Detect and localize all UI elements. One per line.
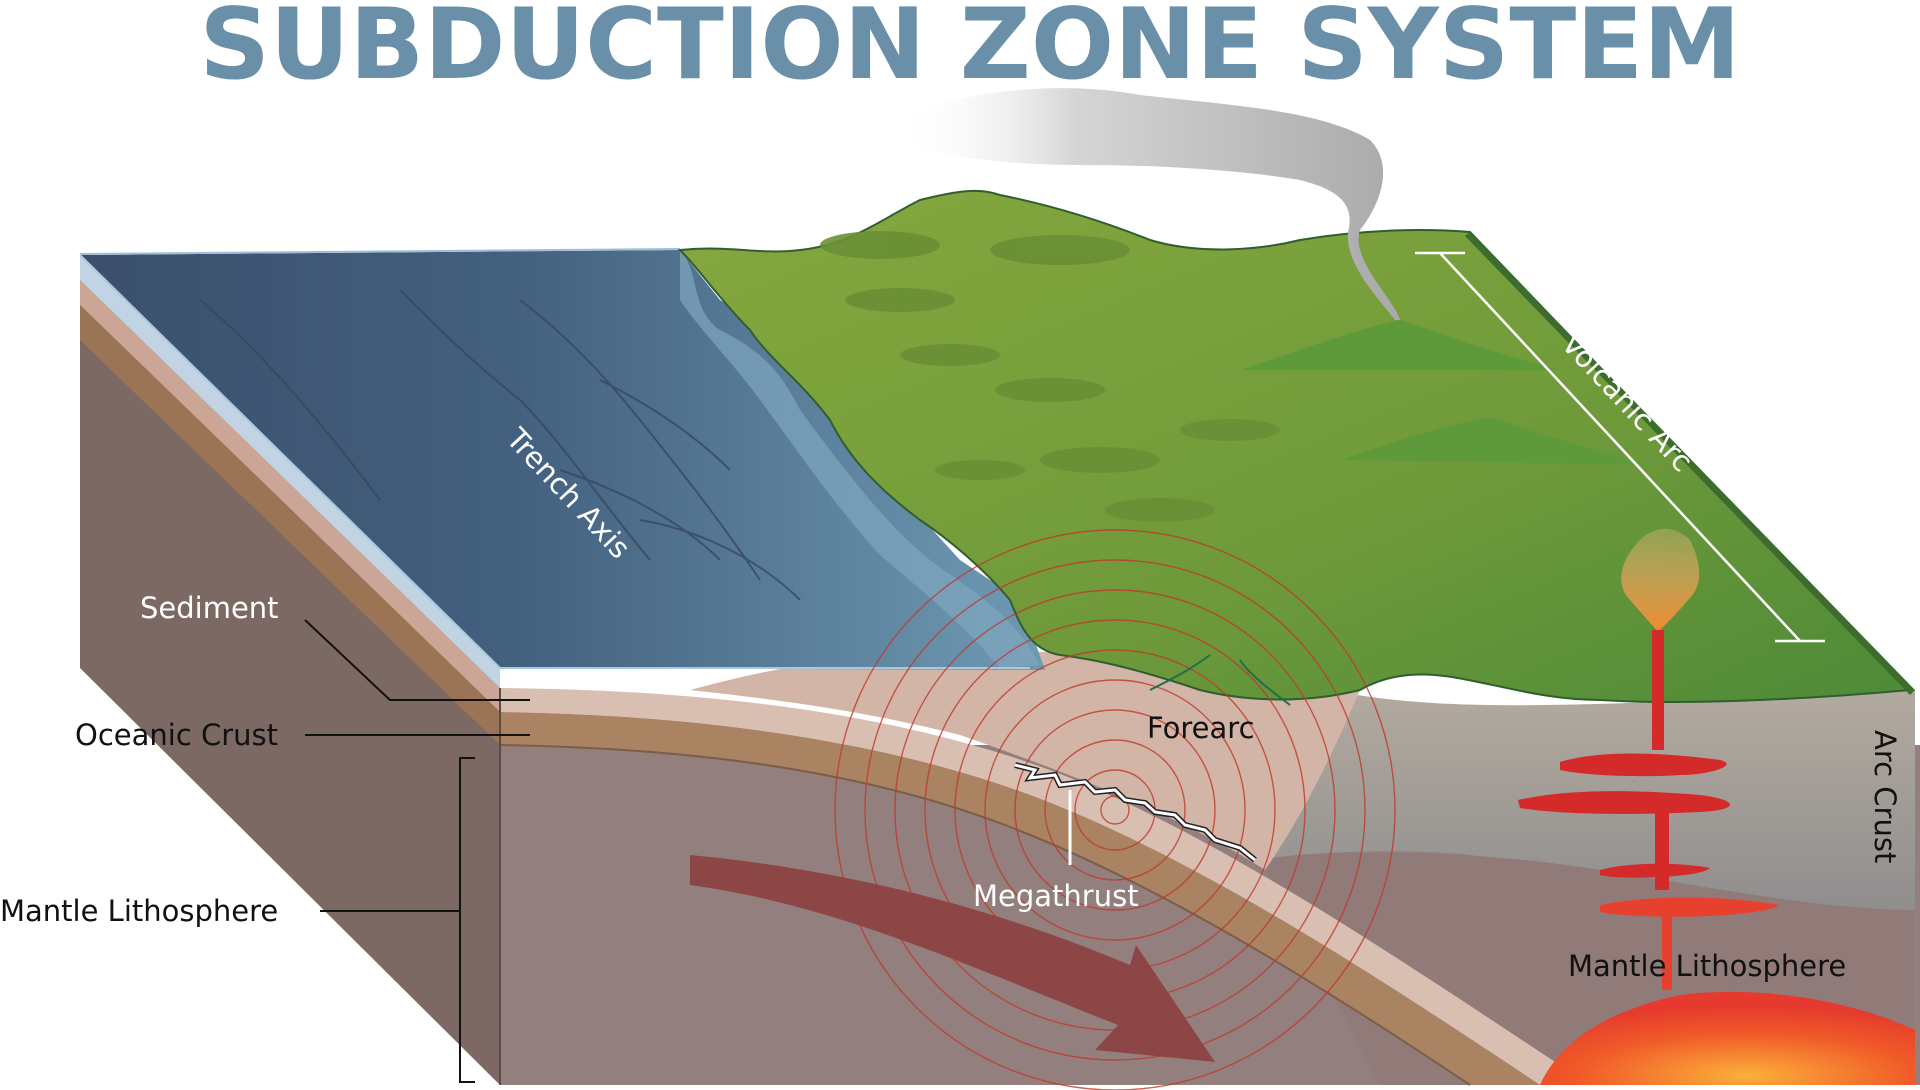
volcano-north (1240, 320, 1560, 370)
hot-mantle-source (1540, 991, 1915, 1085)
magma-conduit (1518, 630, 1780, 990)
water-volume (80, 248, 680, 255)
label-mantle-lithosphere-right: Mantle Lithosphere (1568, 949, 1846, 983)
continental-shelf (680, 250, 1040, 668)
ocean-surface (80, 250, 1045, 670)
magma-plume (1621, 528, 1700, 632)
land-right-edge (1465, 232, 1915, 695)
left-crust-band (80, 305, 500, 745)
slab-oceanic-crust (500, 712, 1540, 1085)
land-surface (677, 189, 1913, 703)
slab-sediment (500, 688, 1590, 1085)
hills (820, 231, 1280, 522)
uplift-arrows (1149, 654, 1291, 706)
label-mantle-lithosphere-left: Mantle Lithosphere (0, 894, 278, 928)
label-forearc: Forearc (1147, 711, 1255, 745)
volcano-south (1340, 418, 1650, 465)
left-side-face (80, 280, 500, 1085)
label-oceanic-crust: Oceanic Crust (75, 718, 278, 752)
left-sediment-band (80, 280, 500, 712)
seafloor-texture (199, 289, 801, 601)
label-arc-crust: Arc Crust (1868, 730, 1902, 863)
plate-motion-arrow (690, 855, 1215, 1062)
label-megathrust: Megathrust (973, 879, 1139, 913)
seismic-rings (834, 529, 1396, 1090)
smoke-plume (900, 88, 1400, 320)
volcanic-arc-bracket (1415, 251, 1825, 643)
label-sediment: Sediment (140, 591, 279, 625)
title: SUBDUCTION ZONE SYSTEM (199, 0, 1740, 102)
label-leaders (304, 619, 530, 1083)
